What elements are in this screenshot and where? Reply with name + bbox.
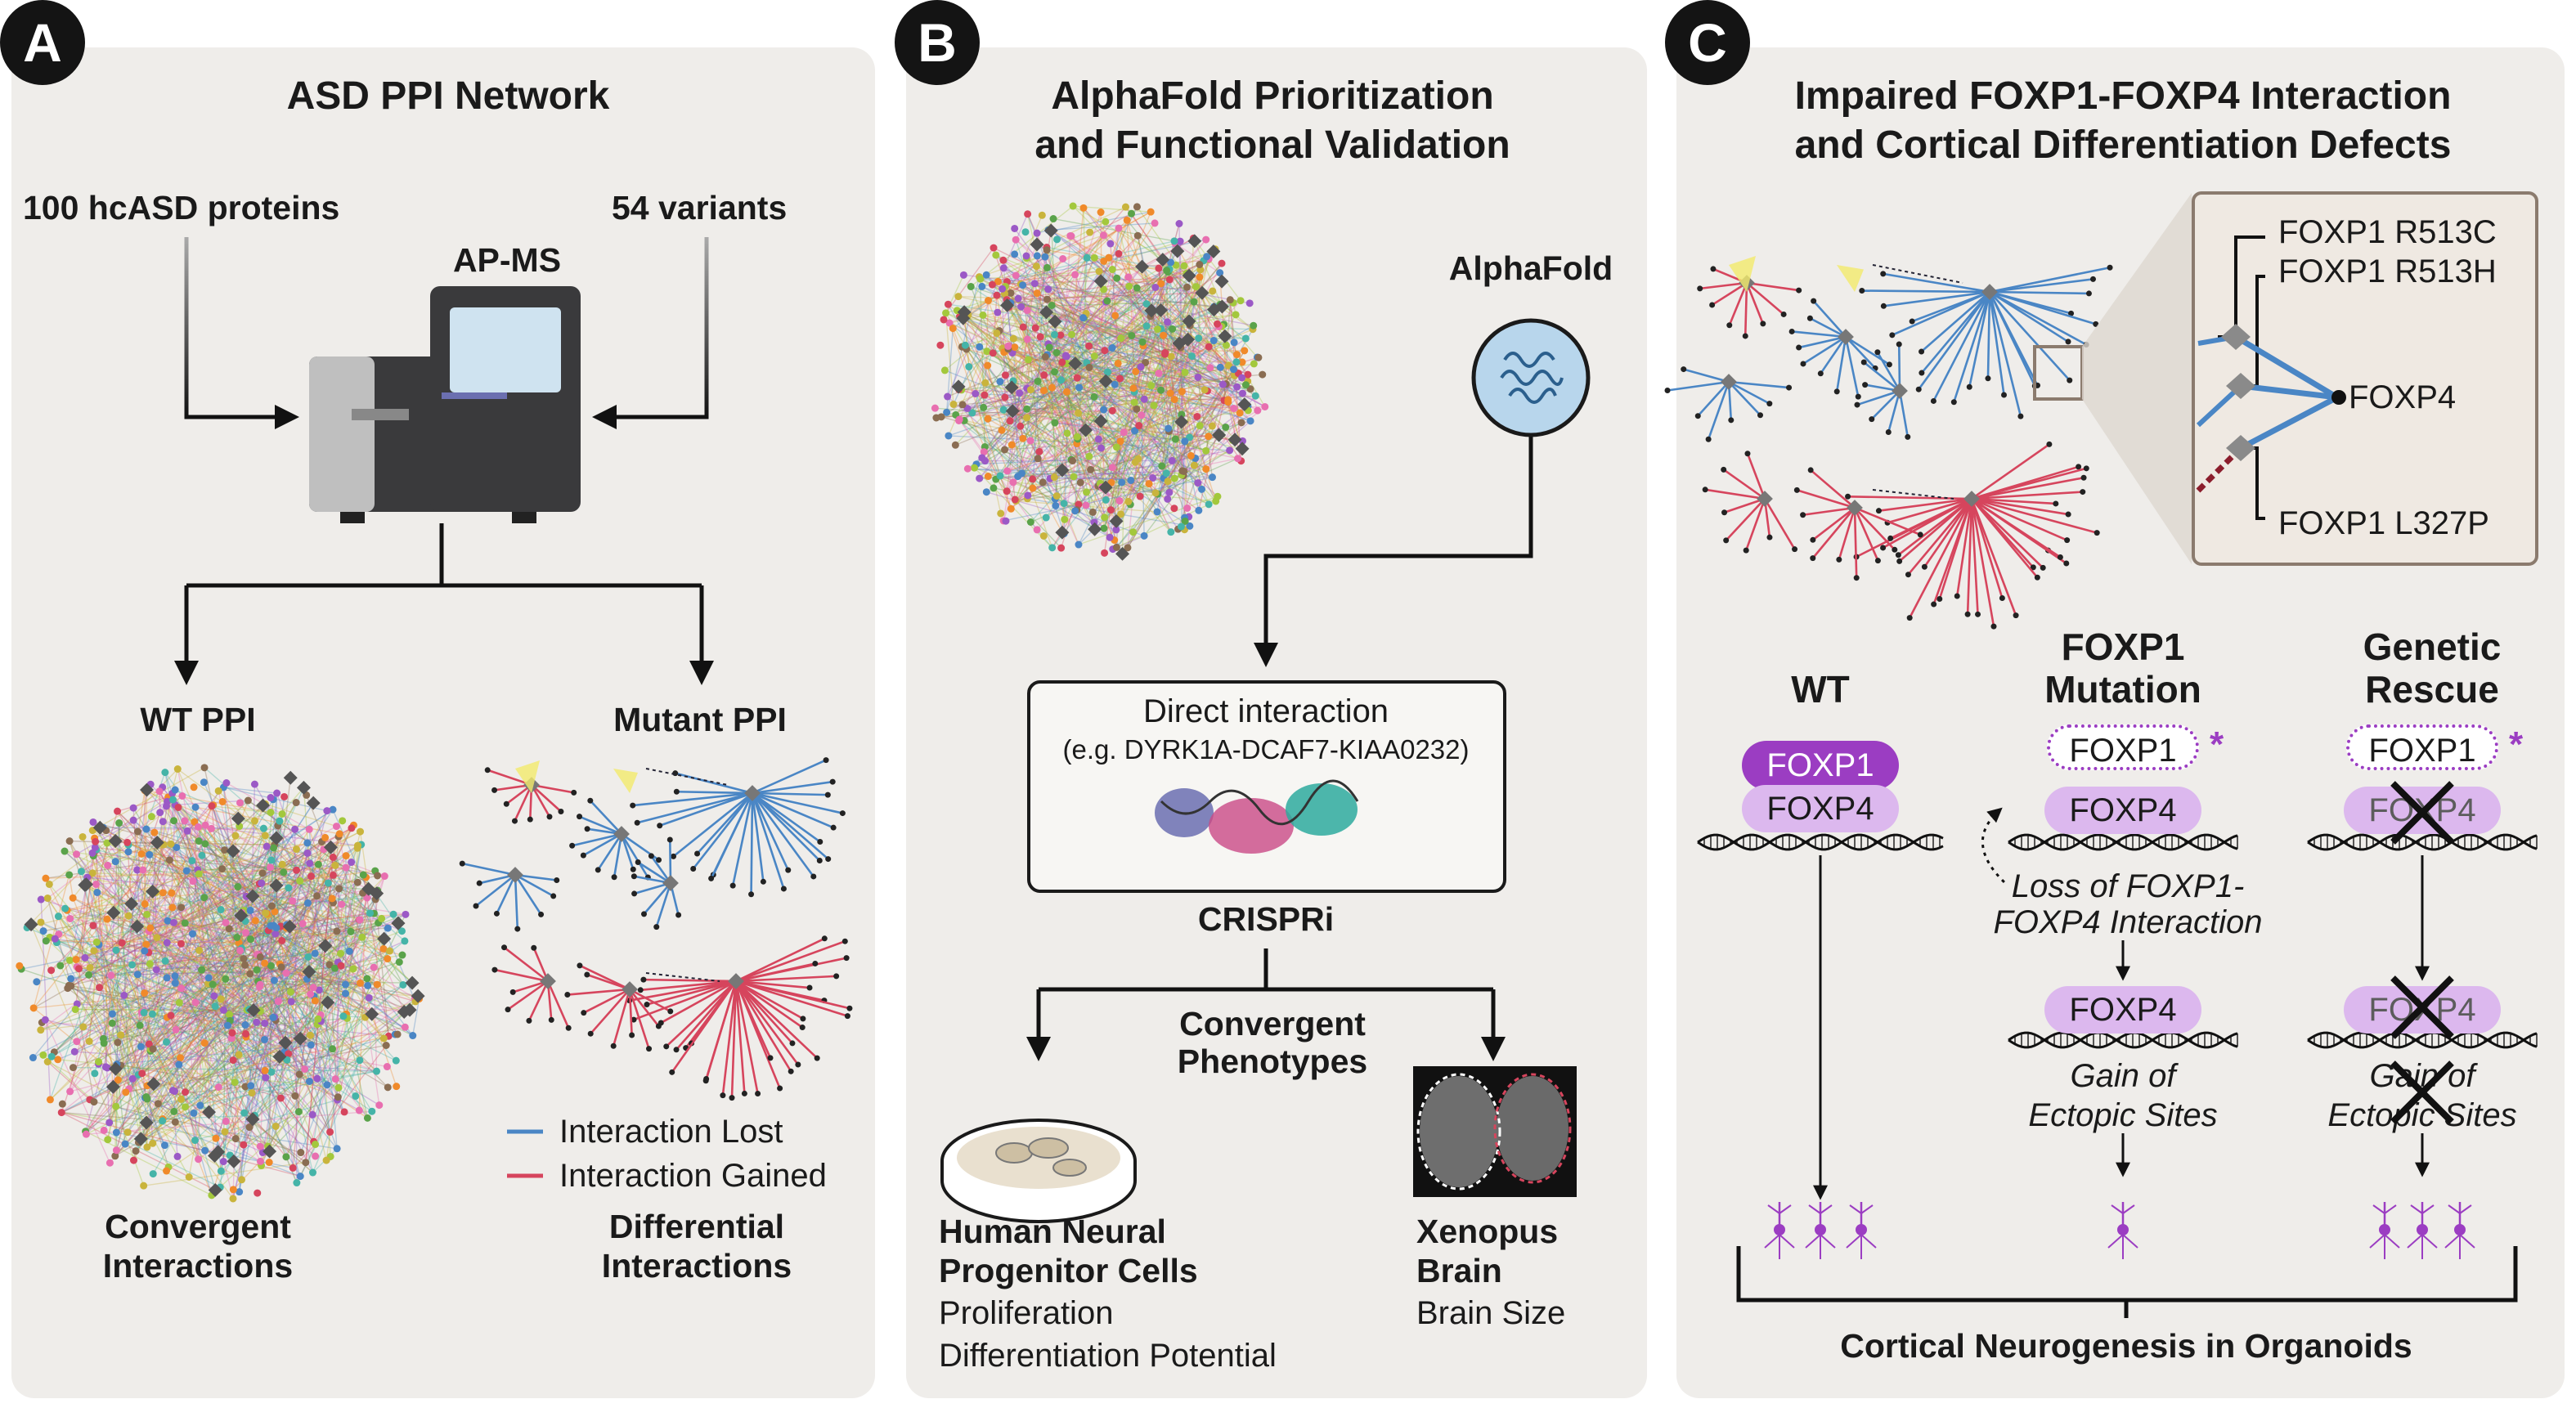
panel-b-badge: B (895, 0, 980, 85)
xenopus-item-brain-size: Brain Size (1416, 1295, 1566, 1331)
mutation-lower-foxp4-pill: FOXP4 (2044, 986, 2201, 1034)
xenopus-brain-image (1413, 1066, 1577, 1197)
inset-zoom-wedge (2082, 193, 2192, 564)
panel-c-network-icon (1664, 256, 2113, 630)
loss-label-line1: Loss of FOXP1- (2011, 868, 2245, 904)
mutant-ppi-network-icon (459, 757, 853, 1101)
xenopus-head-line1: Xenopus (1416, 1213, 1559, 1250)
wt-foxp4-pill: FOXP4 (1742, 785, 1899, 832)
neurogenesis-footer: Cortical Neurogenesis in Organoids (1840, 1327, 2412, 1365)
panel-b-title-line1: AlphaFold Prioritization (1051, 74, 1494, 118)
differential-interactions-line2: Interactions (601, 1247, 792, 1285)
xenopus-head-line2: Brain (1416, 1252, 1502, 1289)
petri-dish-icon (940, 1119, 1137, 1223)
alphafold-circle-icon (1471, 318, 1591, 437)
rescue-column-head-line1: Genetic (2363, 626, 2502, 668)
legend-lost-label: Interaction Lost (559, 1114, 783, 1150)
ap-ms-instrument-icon (309, 286, 581, 523)
mutation-asterisk: * (2210, 724, 2224, 765)
panel-c-lower-graphics (1697, 807, 2538, 1259)
inset-label-r513c: FOXP1 R513C (2278, 214, 2497, 250)
panel-b-arrows (1026, 357, 1533, 1061)
direct-interaction-title: Direct interaction (1142, 693, 1389, 729)
panel-a-title: ASD PPI Network (286, 74, 610, 118)
mutation-column-head-line1: FOXP1 (2061, 626, 2185, 668)
panel-a-arrows (174, 237, 714, 685)
rescue-column-head-line2: Rescue (2365, 668, 2499, 711)
panel-b-hairball-icon (931, 202, 1269, 561)
wt-ppi-network-icon (16, 764, 425, 1203)
instrument-label: AP-MS (452, 241, 562, 279)
panel-a-badge: A (0, 0, 85, 85)
wt-column-head: WT (1791, 668, 1850, 711)
hnpc-item-proliferation: Proliferation (939, 1295, 1114, 1331)
inset-label-foxp4: FOXP4 (2349, 379, 2457, 415)
mutation-foxp4-pill: FOXP4 (2044, 787, 2201, 834)
complex-structure-icon (1155, 779, 1359, 854)
neurogenesis-bracket (1736, 1246, 2518, 1318)
rescue-asterisk: * (2509, 724, 2524, 765)
loss-label-line2: FOXP4 Interaction (1993, 904, 2263, 940)
rescue-gain-line2: Ectopic Sites (2327, 1097, 2517, 1133)
panel-c-badge: C (1665, 0, 1750, 85)
right-input-label: 54 variants (612, 189, 788, 226)
convergent-phenotypes-line2: Phenotypes (1177, 1043, 1368, 1080)
alphafold-protein-icon (1500, 352, 1564, 404)
panel-c-title-line2: and Cortical Differentiation Defects (1794, 123, 2452, 167)
differential-interactions-line1: Differential (608, 1208, 785, 1245)
crispri-label: CRISPRi (1197, 900, 1335, 938)
direct-interaction-box (1027, 680, 1506, 893)
rescue-foxp1-pill: FOXP1 (2346, 724, 2498, 770)
left-input-label: 100 hcASD proteins (23, 189, 340, 226)
wt-foxp1-pill: FOXP1 (1742, 741, 1899, 790)
convergent-phenotypes-line1: Convergent (1179, 1005, 1366, 1043)
hnpc-head-line2: Progenitor Cells (939, 1252, 1198, 1289)
inset-label-r513h: FOXP1 R513H (2278, 253, 2497, 289)
mutation-foxp1-pill: FOXP1 (2047, 724, 2199, 770)
hnpc-head-line1: Human Neural (939, 1213, 1166, 1250)
foxp-inset-graph (2196, 235, 2346, 520)
mutation-column-head-line2: Mutation (2044, 668, 2201, 711)
mutation-gain-line1: Gain of (2070, 1058, 2176, 1094)
convergent-interactions-line2: Interactions (102, 1247, 294, 1285)
alphafold-label: AlphaFold (1448, 249, 1613, 287)
mutant-ppi-label: Mutant PPI (613, 701, 787, 738)
panel-b-title-line2: and Functional Validation (1034, 123, 1510, 167)
mutation-gain-line2: Ectopic Sites (2028, 1097, 2218, 1133)
wt-ppi-label: WT PPI (140, 701, 256, 738)
hnpc-item-differentiation: Differentiation Potential (939, 1338, 1277, 1374)
foxp-inset-box (2192, 191, 2538, 566)
panel-c-title-line1: Impaired FOXP1-FOXP4 Interaction (1794, 74, 2452, 118)
inset-label-l327p: FOXP1 L327P (2278, 505, 2489, 541)
convergent-interactions-line1: Convergent (105, 1208, 291, 1245)
rescue-lower-foxp4-pill: FOXP4 (2344, 986, 2501, 1034)
direct-interaction-example: (e.g. DYRK1A-DCAF7-KIAA0232) (1062, 734, 1470, 765)
legend-gained-label: Interaction Gained (559, 1158, 827, 1194)
